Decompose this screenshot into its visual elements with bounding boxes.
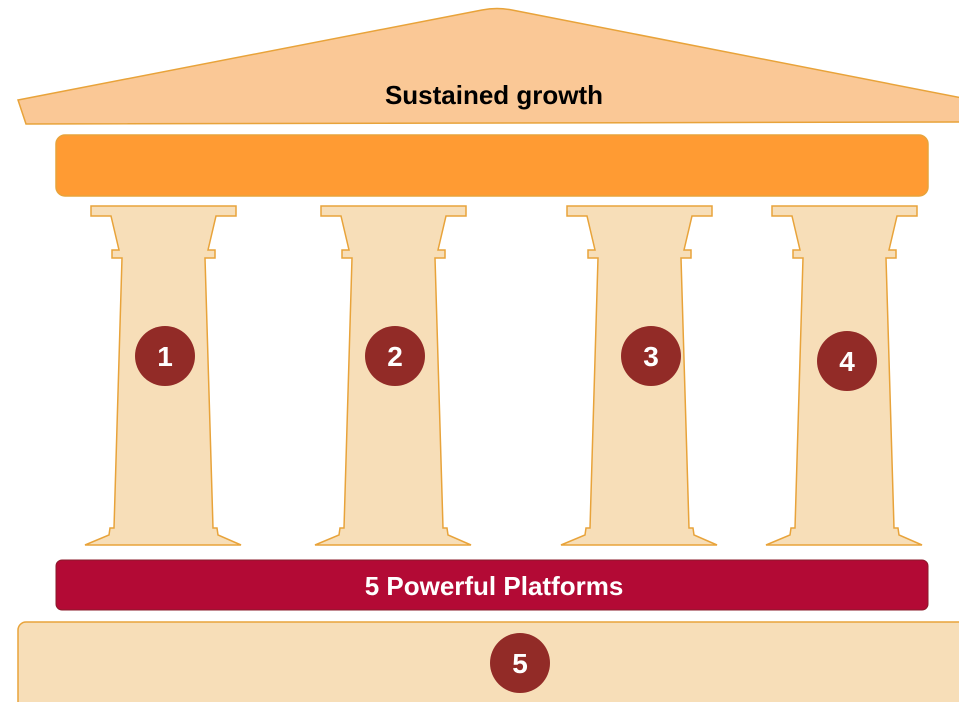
- roof-title: Sustained growth: [385, 80, 603, 110]
- pillar-number: 3: [643, 341, 659, 372]
- pillar-badge: [817, 331, 877, 391]
- pillar-badge: [365, 326, 425, 386]
- pillar-number: 1: [157, 341, 173, 372]
- pillar-number: 4: [839, 346, 855, 377]
- platform-band: [55, 559, 929, 611]
- base: [17, 621, 959, 702]
- platform-band-label: 5 Powerful Platforms: [365, 571, 624, 601]
- pillar-2: 2: [314, 205, 472, 546]
- pillar-badge: [621, 326, 681, 386]
- roof: [17, 7, 959, 125]
- pillar-4: 4: [765, 205, 923, 546]
- base-number: 5: [512, 648, 528, 679]
- beam: [55, 134, 929, 197]
- pillar-badge: [135, 326, 195, 386]
- pillar-1: 1: [84, 205, 242, 546]
- base-badge: [490, 633, 550, 693]
- pillar-3: 3: [560, 205, 718, 546]
- pillar-number: 2: [387, 341, 403, 372]
